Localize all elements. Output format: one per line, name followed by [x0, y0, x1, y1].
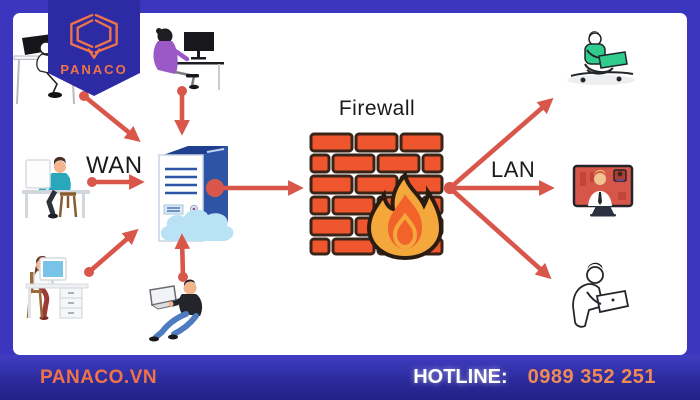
server-tower-icon	[158, 146, 234, 242]
person-at-desk-monitor-icon	[153, 28, 224, 90]
brand-badge: PANACO	[48, 0, 140, 96]
footer-bar: PANACO.VN HOTLINE: 0989 352 251	[0, 355, 700, 400]
hotline-number: 0989 352 251	[527, 366, 656, 388]
woman-at-desk-computer-icon	[25, 255, 89, 320]
firewall-label: Firewall	[338, 97, 416, 120]
open-book-icon	[70, 13, 118, 59]
wan-label: WAN	[86, 152, 143, 179]
person-at-desk-laptop-lineart-icon	[13, 34, 79, 105]
man-sitting-with-laptop-icon	[149, 279, 203, 342]
brand-name: PANACO	[60, 62, 128, 77]
hotline: HOTLINE: 0989 352 251	[413, 366, 656, 389]
video-call-monitor-icon	[572, 164, 634, 217]
lan-label: LAN	[491, 157, 536, 182]
man-holding-laptop-lineart-icon	[572, 262, 630, 328]
man-with-green-laptop-icon	[567, 31, 635, 85]
hotline-label: HOTLINE:	[413, 366, 508, 388]
footer-site-text: PANACO.VN	[40, 366, 158, 388]
man-at-desk-computer-icon	[22, 156, 90, 219]
flame-icon	[366, 172, 444, 261]
